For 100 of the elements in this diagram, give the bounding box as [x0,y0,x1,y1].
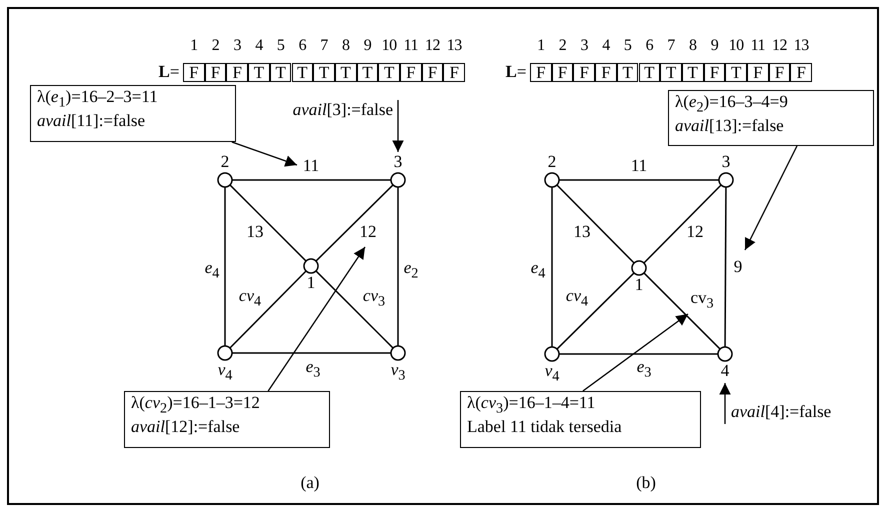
index-number: 3 [234,36,241,56]
array-cell: T [638,63,660,82]
vertex-label: 1 [306,273,316,293]
index-number: 8 [689,36,696,56]
array-cell: T [292,63,314,82]
vertex-label: v$_{4}$ [218,360,232,384]
index-number: 2 [212,36,220,56]
index-number: 6 [646,36,654,56]
array-cell: F [595,63,617,82]
index-number: 2 [558,36,566,56]
graph-edge [551,187,553,347]
array-cell: T [660,63,682,82]
graph-edge [559,353,718,355]
array-cell: T [248,63,270,82]
graph-edge [397,187,399,346]
array-cell: T [725,63,747,82]
index-number: 5 [624,36,632,56]
array-cell: T [616,63,638,82]
graph-edge [724,187,727,347]
graph-edge [559,179,719,181]
callout-box [30,85,236,142]
note-text: avail[13]:=false [675,116,785,136]
vertex-label: 2 [548,152,556,172]
vertex-label: 3 [394,152,402,172]
callout-box [124,391,330,448]
callout-box [668,90,874,146]
index-number: 7 [320,36,328,56]
leader-arrow [268,246,366,392]
array-cell: F [790,63,812,82]
array-cell: F [443,63,466,82]
callout-box [460,391,701,448]
index-number: 10 [382,36,397,56]
note-text: avail[12]:=false [131,416,241,436]
array-cell: F [552,63,574,82]
index-number: 11 [404,36,418,56]
leader-arrow [582,313,688,392]
graph-edge [315,184,394,262]
array-cell: F [747,63,769,82]
array-name: L= [158,62,180,82]
panel-caption: (a) [300,473,320,493]
graph-edge [229,270,307,349]
graph-edge [643,184,722,264]
vertex-label: 1 [634,275,644,295]
index-number: 1 [190,36,198,56]
index-number: 9 [364,36,372,56]
panel-caption: (b) [636,473,656,493]
index-number: 1 [537,36,545,56]
vertex-label: 4 [720,361,730,381]
annotation-text: avail[4]:=false [725,402,875,424]
index-number: 5 [276,36,284,56]
index-number: 13 [794,36,809,56]
index-number: 12 [425,36,440,56]
index-number: 6 [298,36,306,56]
leader-arrow [232,141,298,167]
note-text: Label 11 tidak tersedia [467,416,623,436]
leader-arrow [719,383,731,424]
index-number: 4 [255,36,263,56]
array-cell: F [183,63,205,82]
array-cell: F [530,63,552,82]
graph-edge [232,352,391,354]
array-cell: F [768,63,790,82]
leader-arrow [392,100,404,152]
index-number: 11 [750,36,766,56]
array-cell: F [573,63,596,82]
index-number: 8 [342,36,350,56]
index-number: 4 [602,36,610,56]
note-text: avail[11]:=false [37,110,146,130]
array-cell: F [400,63,422,82]
index-number: 3 [580,36,588,56]
formula-text: λ(cv$_{2}$)=16–1–3=12 [131,393,261,417]
graph-edge [556,272,635,350]
formula-text: λ(e$_{2}$)=16–3–4=9 [675,92,789,116]
graph-edge [232,179,391,181]
graph-edge [315,270,394,349]
array-cell: T [682,63,704,82]
array-name: L= [506,62,526,82]
graph-edge [224,187,226,346]
vertex-label: 2 [220,152,230,172]
formula-text: λ(e$_{1}$)=16–2–3=11 [37,87,159,111]
array-cell: T [270,63,292,82]
graph-edge [229,184,307,262]
array-cell: T [378,63,400,82]
array-cell: F [422,63,444,82]
vertex-label: v$_{4}$ [544,361,560,385]
array-cell: F [704,63,726,82]
formula-text: λ(cv$_{3}$)=16–1–4=11 [467,393,596,417]
leader-arrow [744,146,798,250]
annotation-text: avail[3]:=false [262,100,398,122]
vertex-label: v$_{3}$ [390,360,406,384]
index-number: 9 [710,36,718,56]
graph-edge [556,184,635,264]
vertex-label: 3 [722,152,730,172]
index-number: 7 [667,36,675,56]
array-cell: T [313,63,335,82]
array-cell: F [204,63,226,82]
array-cell: T [334,63,357,82]
array-cell: F [226,63,248,82]
array-cell: T [356,63,378,82]
graph-edge [643,272,721,350]
index-number: 13 [446,36,462,56]
